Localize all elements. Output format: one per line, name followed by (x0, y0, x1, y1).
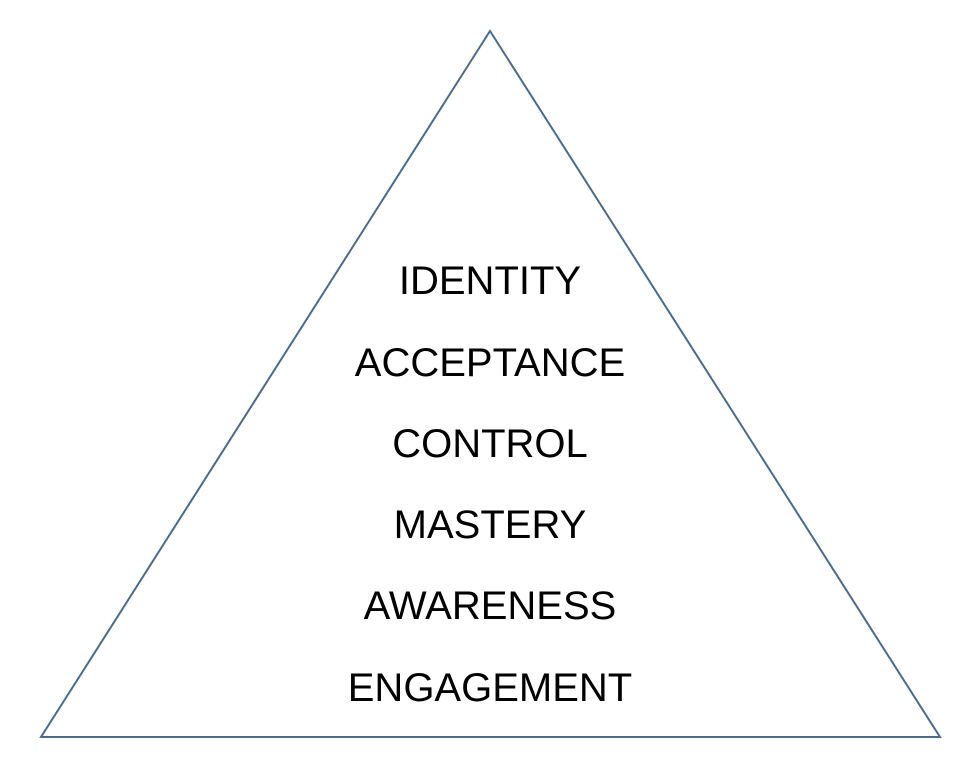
pyramid-triangle (39, 29, 942, 738)
level-label-control: CONTROL (392, 422, 588, 466)
level-label-identity: IDENTITY (399, 259, 581, 303)
level-label-engagement: ENGAGEMENT (348, 666, 632, 710)
level-label-awareness: AWARENESS (364, 584, 617, 628)
level-label-acceptance: ACCEPTANCE (355, 341, 625, 385)
level-label-mastery: MASTERY (394, 503, 587, 547)
